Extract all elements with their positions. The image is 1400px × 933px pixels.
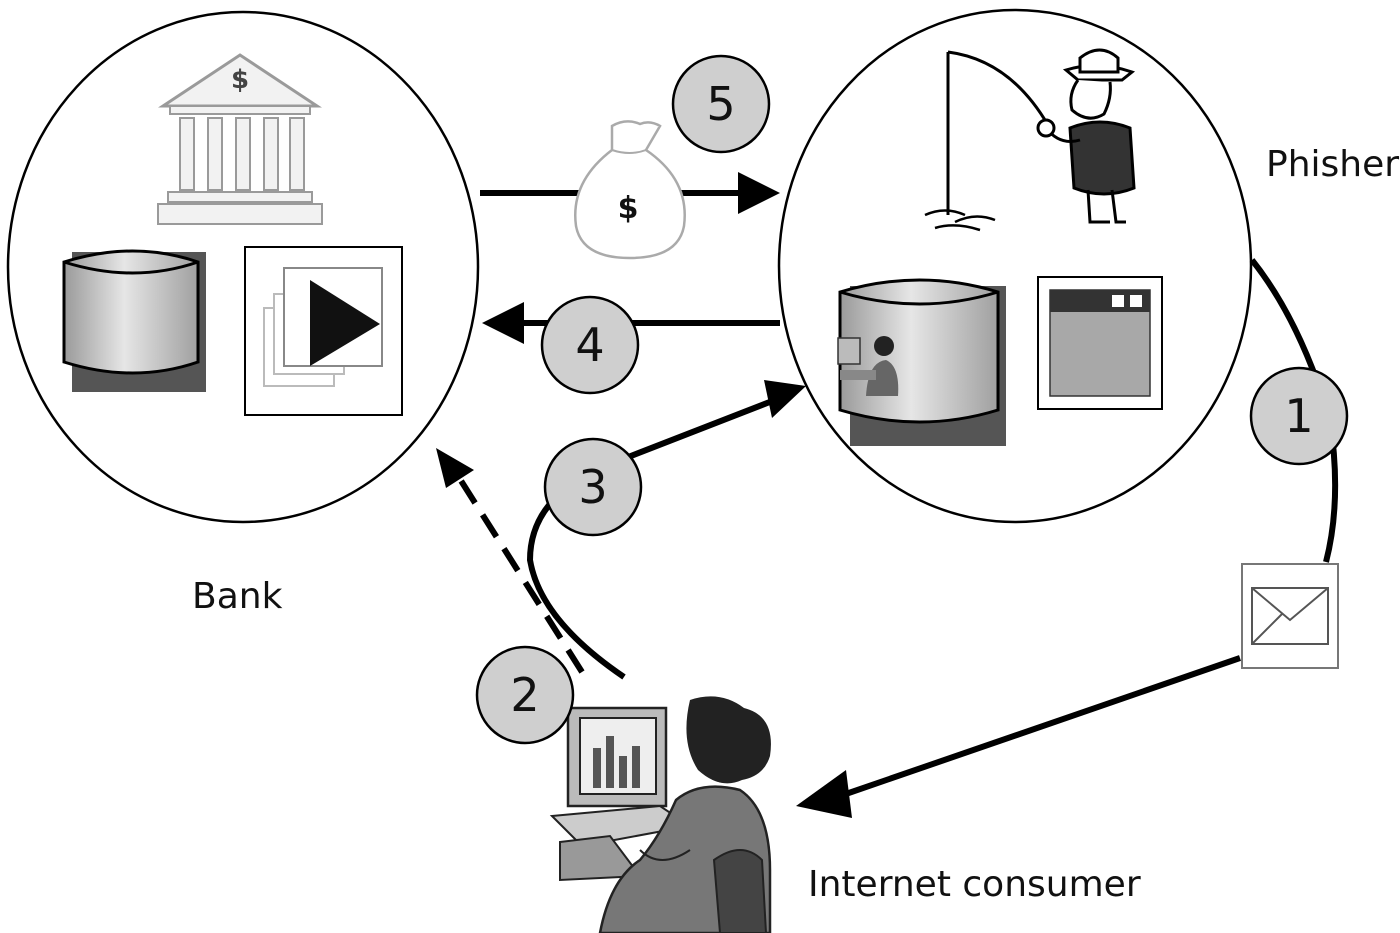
envelope-icon: [1241, 563, 1339, 669]
arrow-consumer-to-phisher-head: [764, 380, 806, 418]
phisher-database-icon: [837, 278, 1006, 446]
database-icon: [62, 249, 206, 392]
phisher-label: Phisher: [1266, 144, 1399, 185]
step-3-number: 3: [578, 460, 607, 514]
media-play-icon: [244, 246, 403, 416]
person-at-computer-icon: [549, 696, 772, 933]
step-1-badge: 1: [1249, 366, 1349, 466]
money-bag-icon: $: [574, 120, 686, 260]
step-1-number: 1: [1284, 389, 1313, 443]
arrow-email-to-consumer: [839, 655, 1241, 799]
arrow-email-to-consumer-head: [796, 770, 852, 818]
arrow-consumer-to-bank-intended-head: [436, 448, 474, 488]
step-2-number: 2: [510, 668, 539, 722]
step-2-badge: 2: [475, 645, 575, 745]
bank-dollar-sign: $: [231, 65, 249, 95]
step-5-number: 5: [706, 77, 735, 131]
step-5-badge: 5: [671, 54, 771, 154]
bank-label: Bank: [192, 576, 283, 617]
money-bag-dollar-sign: $: [618, 191, 639, 226]
consumer-label: Internet consumer: [808, 864, 1141, 905]
phisher-circle: [777, 8, 1253, 524]
browser-window-icon: [1037, 276, 1163, 410]
fisherman-icon: [924, 48, 1136, 232]
arrow-money-transfer-head: [738, 172, 780, 214]
step-3-badge: 3: [543, 437, 643, 537]
step-4-number: 4: [575, 318, 604, 372]
arrow-consumer-to-phisher: [526, 395, 782, 680]
arrow-phisher-to-bank-head: [482, 302, 524, 344]
bank-building-icon: $: [157, 53, 323, 225]
step-4-badge: 4: [540, 295, 640, 395]
